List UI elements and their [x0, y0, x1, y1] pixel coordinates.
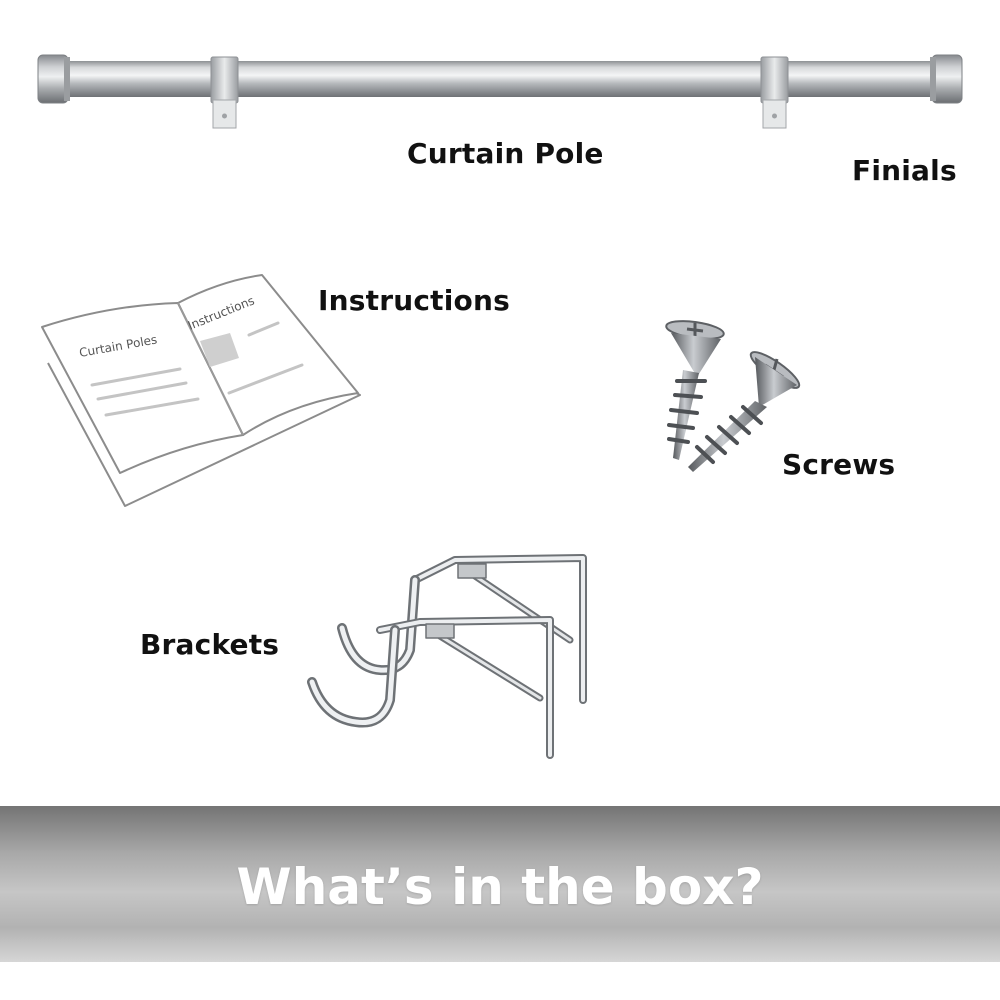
banner-title: What’s in the box?	[236, 858, 764, 916]
finial-right	[931, 54, 963, 104]
curtain-pole-label: Curtain Pole	[407, 137, 604, 170]
brackets-label: Brackets	[140, 628, 280, 661]
screws-label: Screws	[782, 448, 896, 481]
bracket-ring-left	[210, 56, 239, 129]
finial-left	[37, 54, 69, 104]
footer-banner: What’s in the box?	[0, 806, 1000, 962]
instruction-booklet-illustration: Curtain Poles Instructions	[41, 274, 361, 507]
finials-label: Finials	[852, 154, 957, 187]
booklet-image-placeholder	[200, 333, 239, 367]
pole-rod	[60, 61, 940, 97]
bracket-ring-right	[760, 56, 789, 129]
screws-illustration	[665, 320, 801, 472]
screw-right	[688, 351, 801, 472]
instructions-label: Instructions	[318, 284, 510, 317]
brackets-illustration	[307, 554, 587, 759]
screw-left	[665, 320, 725, 460]
curtain-pole-illustration	[37, 54, 963, 129]
bracket-front	[307, 616, 554, 759]
bracket-back	[337, 554, 587, 704]
